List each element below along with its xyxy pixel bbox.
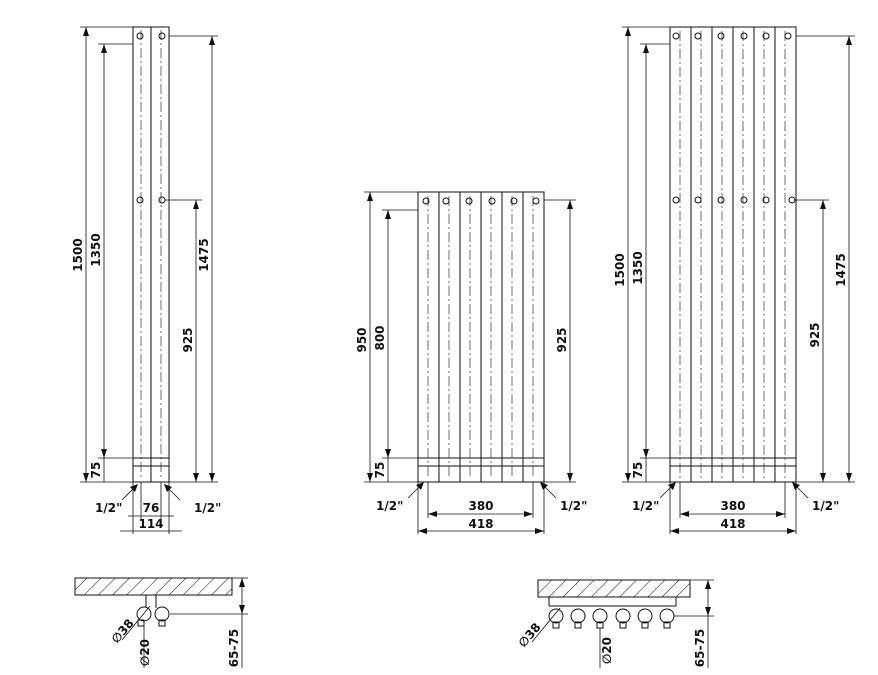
right-pipe-diameter-label: ∅20 xyxy=(600,637,614,664)
left-height-side-label: 1475 xyxy=(197,238,211,271)
right-tube-diameter-label: ∅38 xyxy=(516,620,544,650)
left-tube-pitch-label: 76 xyxy=(143,501,160,515)
left-tube-diameter-label: ∅38 xyxy=(109,616,137,646)
right-section-tube-icon xyxy=(637,608,653,624)
right-height-centers-label: 1350 xyxy=(631,251,645,284)
right-elevation-view: 1500 1350 75 1475 925 1/2" 1/2" xyxy=(613,26,855,534)
middle-valve-icon xyxy=(442,197,450,205)
middle-valve-icon xyxy=(488,197,496,205)
right-wall-hatch xyxy=(537,579,691,598)
right-top-valve-icon xyxy=(740,32,748,40)
left-wall-hatch xyxy=(74,577,233,596)
right-mid-valve-icon xyxy=(717,196,725,204)
left-section-tube-icon xyxy=(154,606,170,622)
left-mid-valve-icon xyxy=(158,196,166,204)
right-section-view: 65-75 ∅38 ∅20 xyxy=(516,579,714,668)
right-top-valve-icon xyxy=(784,32,792,40)
right-top-valve-icon xyxy=(672,32,680,40)
left-elevation-view: 1500 1350 75 1475 925 1/2" 1/2" xyxy=(71,26,221,534)
left-width-total-label: 114 xyxy=(138,517,163,531)
left-top-valve-icon xyxy=(136,32,144,40)
right-inlet-left-label: 1/2" xyxy=(632,499,659,513)
right-section-tube-icon xyxy=(592,608,608,624)
right-section-tube-icon xyxy=(570,608,586,624)
middle-height-connection-label: 925 xyxy=(555,327,569,352)
right-top-valve-icon xyxy=(762,32,770,40)
right-inlet-right-label: 1/2" xyxy=(812,499,839,513)
right-width-total-label: 418 xyxy=(720,517,745,531)
right-section-tube-icon xyxy=(548,608,564,624)
left-mid-valve-icon xyxy=(136,196,144,204)
right-width-centers-label: 380 xyxy=(720,499,745,513)
middle-valve-icon xyxy=(465,197,473,205)
right-mid-valve-icon xyxy=(762,196,770,204)
left-height-connection-label: 925 xyxy=(181,327,195,352)
left-bottom-offset-label: 75 xyxy=(89,462,103,479)
middle-valve-icon xyxy=(510,197,518,205)
left-height-total-label: 1500 xyxy=(71,238,85,271)
right-mid-valve-icon xyxy=(740,196,748,204)
right-wall-distance-label: 65-75 xyxy=(693,629,707,667)
left-inlet-right-label: 1/2" xyxy=(194,501,221,515)
middle-bottom-offset-label: 75 xyxy=(373,462,387,479)
right-mid-valve-icon xyxy=(672,196,680,204)
right-height-total-label: 1500 xyxy=(613,253,627,286)
left-height-centers-label: 1350 xyxy=(89,233,103,266)
middle-valve-icon xyxy=(532,197,540,205)
left-top-valve-icon xyxy=(158,32,166,40)
right-section-tube-icon xyxy=(615,608,631,624)
right-height-side-label: 1475 xyxy=(834,253,848,286)
left-inlet-left-label: 1/2" xyxy=(95,501,122,515)
left-pipe-diameter-label: ∅20 xyxy=(138,639,152,666)
middle-inlet-left-label: 1/2" xyxy=(376,499,403,513)
right-mid-valve-icon xyxy=(788,196,796,204)
right-top-valve-icon xyxy=(694,32,702,40)
right-top-valve-icon xyxy=(717,32,725,40)
right-bottom-offset-label: 75 xyxy=(631,462,645,479)
right-section-tube-icon xyxy=(659,608,675,624)
right-mid-valve-icon xyxy=(694,196,702,204)
middle-valve-icon xyxy=(422,197,430,205)
left-section-view: 65-75 ∅38 ∅20 xyxy=(74,577,248,668)
middle-inlet-right-label: 1/2" xyxy=(560,499,587,513)
middle-height-total-label: 950 xyxy=(355,327,369,352)
middle-height-centers-label: 800 xyxy=(373,325,387,350)
right-height-connection-label: 925 xyxy=(808,322,822,347)
middle-elevation-view: 950 800 75 925 1/2" 1/2" 380 xyxy=(355,191,587,534)
left-wall-distance-label: 65-75 xyxy=(227,629,241,667)
middle-width-total-label: 418 xyxy=(468,517,493,531)
middle-width-centers-label: 380 xyxy=(468,499,493,513)
